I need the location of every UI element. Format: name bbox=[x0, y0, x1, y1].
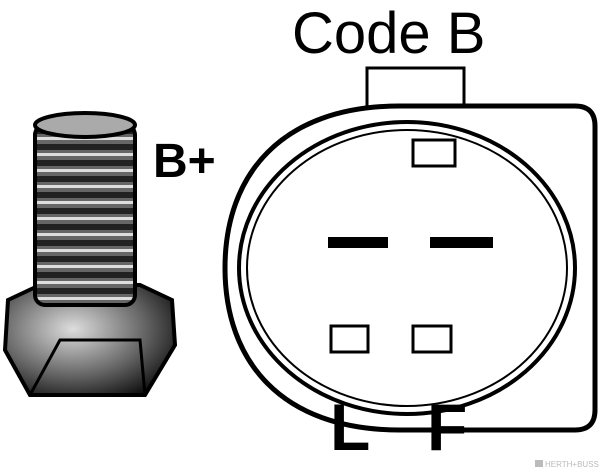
label-l: L bbox=[330, 390, 370, 464]
connector-inner-oval bbox=[237, 120, 577, 416]
connector-plug bbox=[222, 66, 598, 433]
watermark-logo-icon bbox=[535, 460, 543, 467]
watermark: HERTH+BUSS bbox=[545, 460, 599, 469]
pin-f bbox=[430, 237, 493, 248]
key-slot bbox=[411, 138, 457, 168]
label-b-plus: B+ bbox=[153, 135, 216, 188]
pin-l bbox=[328, 237, 388, 248]
slot-l bbox=[329, 324, 370, 354]
label-code: Code B bbox=[292, 1, 485, 66]
label-f: F bbox=[427, 390, 467, 464]
threaded-stud bbox=[33, 123, 137, 307]
stud-top bbox=[33, 111, 137, 139]
terminal-bolt bbox=[2, 111, 178, 397]
slot-f bbox=[411, 324, 453, 354]
connector-outer-shell bbox=[222, 103, 598, 433]
code-key-bracket bbox=[365, 66, 466, 106]
